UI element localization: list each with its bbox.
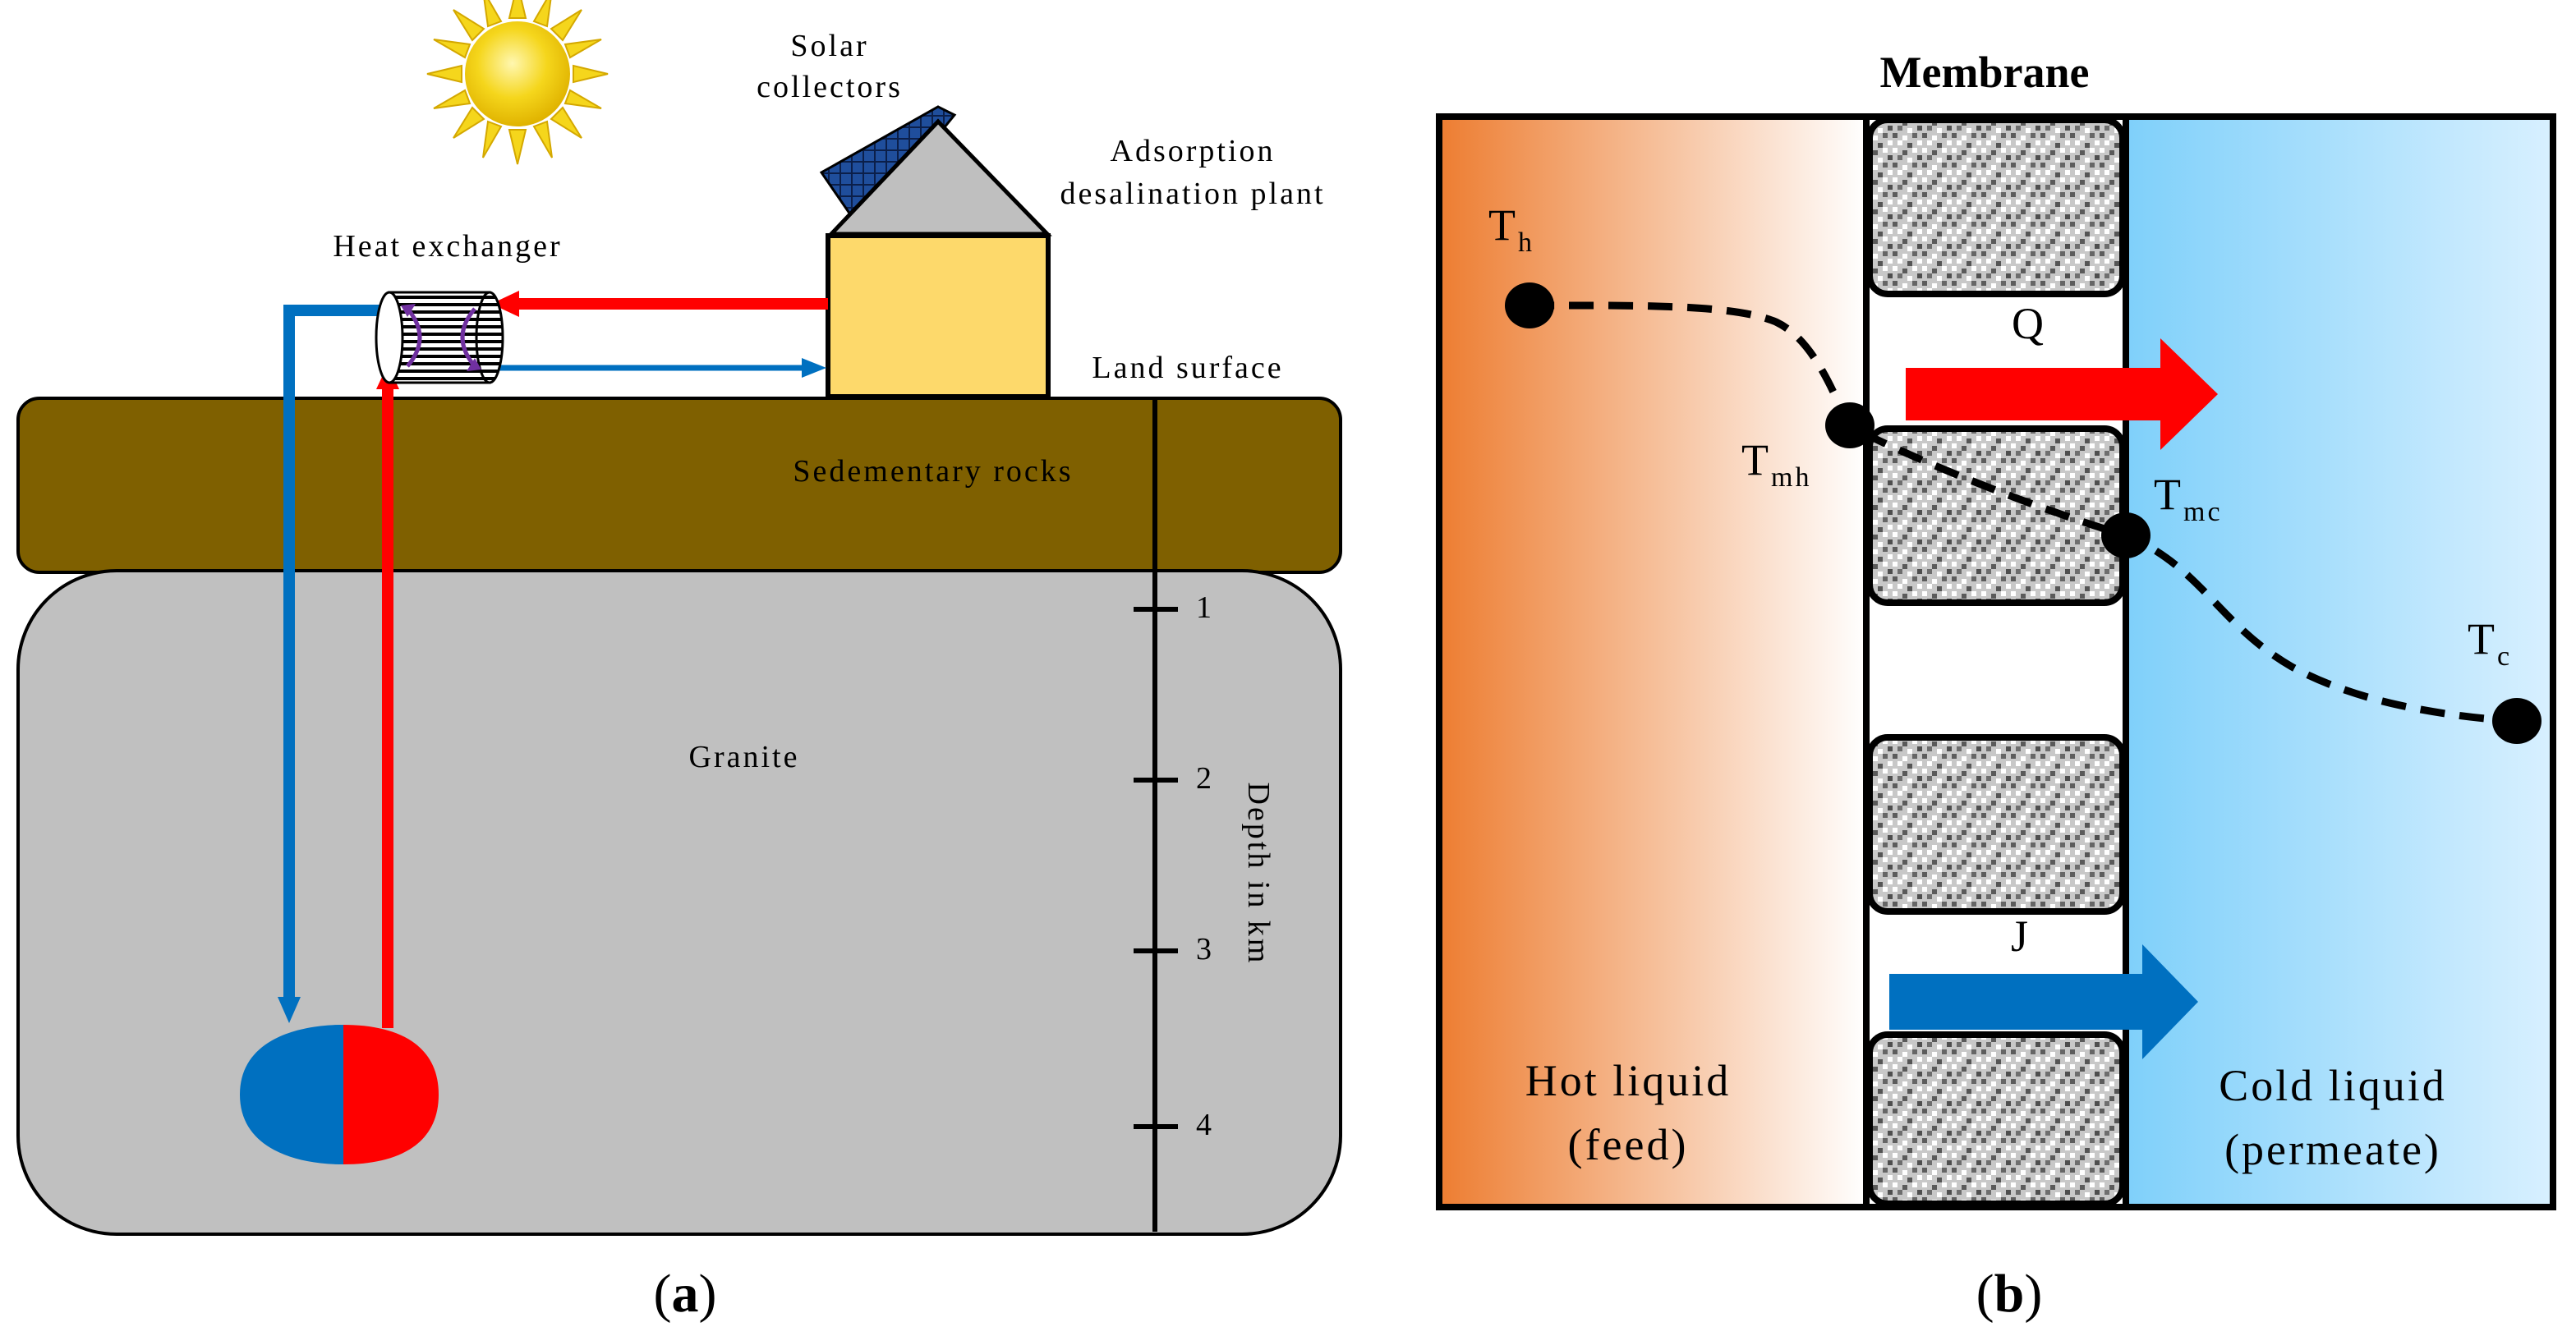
adsorption-label-line1: Adsorption	[1111, 134, 1276, 168]
q-label: Q	[2012, 299, 2046, 348]
tc-point	[2492, 698, 2542, 744]
depth-tick-label-3: 3	[1196, 932, 1214, 966]
membrane-block-1	[1866, 117, 2126, 297]
panel-a: Solar collectors Adsorption desalination…	[16, 0, 1342, 1324]
solar-collectors-label-line2: collectors	[757, 70, 903, 104]
panel-b: Membrane Th Tmh Tmc Tc Q	[1436, 48, 2556, 1324]
heat-exchanger-icon	[375, 291, 504, 384]
sedimentary-layer	[16, 397, 1342, 574]
adsorption-label-line2: desalination plant	[1060, 177, 1325, 211]
sun-icon	[426, 0, 609, 165]
cold-liquid-label-line2: (permeate)	[2224, 1125, 2441, 1174]
membrane-title: Membrane	[1880, 48, 2090, 97]
mass-flux-arrow	[1889, 944, 2198, 1059]
tmh-label: Tmh	[1741, 435, 1811, 493]
house-body	[826, 233, 1051, 399]
th-label: Th	[1488, 200, 1534, 258]
solar-collectors-label-line1: Solar	[790, 29, 868, 63]
hot-return-arrow	[491, 291, 828, 317]
depth-tick-label-2: 2	[1196, 761, 1214, 796]
panel-a-caption: (a)	[654, 1264, 717, 1324]
tmc-point	[2101, 512, 2150, 558]
depth-tick-label-4: 4	[1196, 1108, 1214, 1142]
sedimentary-rocks-label: Sedementary rocks	[793, 454, 1073, 489]
panel-b-caption: (b)	[1976, 1264, 2043, 1324]
depth-axis-label: Depth in km	[1241, 783, 1276, 966]
hot-liquid-region	[1436, 113, 1870, 1210]
land-surface-label: Land surface	[1092, 351, 1283, 385]
tc-label: Tc	[2468, 614, 2512, 672]
heat-exchanger-label: Heat exchanger	[333, 229, 562, 264]
tmh-point	[1825, 402, 1874, 448]
cold-supply-arrow	[493, 358, 826, 378]
hot-liquid-label-line1: Hot liquid	[1525, 1056, 1732, 1105]
heat-flux-arrow	[1906, 338, 2218, 450]
depth-scale: 1 2 3 4 Depth in km	[1134, 400, 1276, 1232]
tmc-label: Tmc	[2154, 470, 2223, 527]
hot-liquid-label-line2: (feed)	[1568, 1120, 1689, 1169]
temperature-profile	[1529, 301, 2514, 725]
j-label: J	[2011, 911, 2031, 961]
membrane-block-3	[1866, 734, 2126, 915]
membrane-block-4	[1866, 1031, 2126, 1207]
geothermal-reservoir	[240, 1025, 439, 1164]
cold-liquid-region	[2123, 113, 2556, 1210]
cold-pipe	[278, 305, 380, 1023]
granite-layer	[16, 569, 1342, 1236]
depth-tick-label-1: 1	[1196, 590, 1214, 625]
cold-liquid-label-line1: Cold liquid	[2219, 1061, 2447, 1110]
granite-label: Granite	[689, 740, 800, 774]
th-point	[1505, 282, 1554, 328]
adsorption-plant-house	[819, 105, 1052, 399]
